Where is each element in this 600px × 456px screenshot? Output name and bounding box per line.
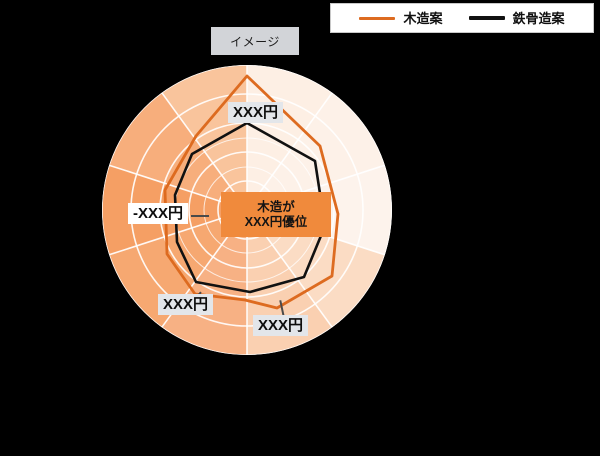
radar-svg xyxy=(102,65,392,355)
legend-label-wood: 木造案 xyxy=(403,10,443,26)
callout-bottom-left: XXX円 xyxy=(158,294,214,316)
legend-item-steel[interactable]: 鉄骨造案 xyxy=(468,10,565,26)
chart-legend: 木造案 鉄骨造案 xyxy=(330,3,594,33)
callout-bottom-right: XXX円 xyxy=(253,315,309,337)
image-tag: イメージ xyxy=(211,27,299,55)
legend-label-steel: 鉄骨造案 xyxy=(512,10,565,26)
image-tag-label: イメージ xyxy=(230,34,280,49)
advantage-box: 木造が XXX円優位 xyxy=(221,192,331,237)
radar-chart xyxy=(92,62,402,362)
series-polygon-wood xyxy=(163,74,340,310)
callout-top: XXX円 xyxy=(228,102,284,124)
legend-item-wood[interactable]: 木造案 xyxy=(359,10,443,26)
line-swatch-icon xyxy=(468,16,505,20)
leader-line-left xyxy=(191,215,209,217)
advantage-line-2: XXX円優位 xyxy=(244,215,308,229)
line-swatch-icon xyxy=(359,16,396,20)
callout-left: -XXX円 xyxy=(128,203,189,225)
advantage-line-1: 木造が xyxy=(257,199,295,214)
